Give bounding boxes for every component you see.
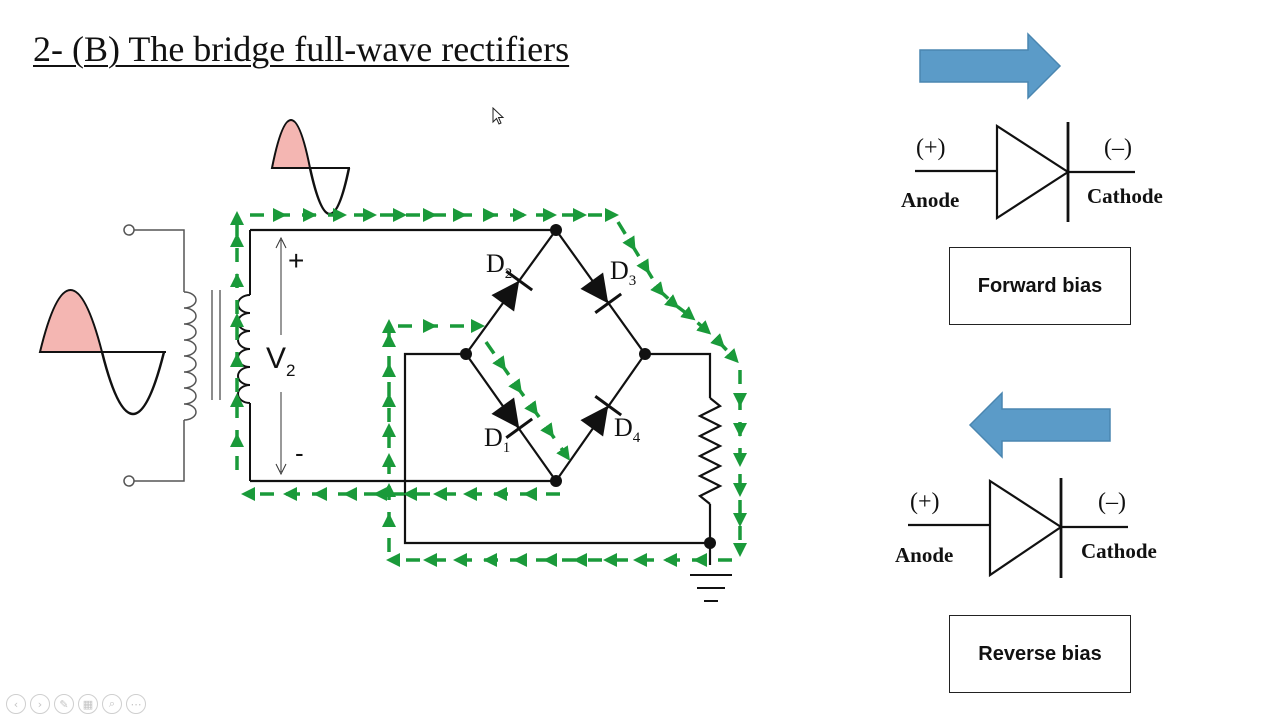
d2-label: D2 (486, 249, 512, 282)
pen-icon[interactable]: ✎ (54, 694, 74, 714)
transformer (123, 224, 251, 487)
slides-icon[interactable]: ▦ (78, 694, 98, 714)
zoom-icon[interactable]: ⌕ (102, 694, 122, 714)
output-wave-icon (270, 119, 351, 216)
v2-label: V2 (266, 342, 295, 380)
input-sine-wave (38, 289, 166, 416)
plus-label: + (288, 245, 304, 276)
current-path (230, 208, 747, 567)
slide-title: 2- (B) The bridge full-wave rectifiers (33, 29, 570, 69)
mouse-cursor-icon (492, 107, 505, 125)
v2-indicator (275, 236, 287, 476)
ground-symbol (690, 574, 732, 602)
reverse-bias-box: Reverse bias (949, 615, 1131, 693)
forward-minus: (–) (1104, 135, 1132, 161)
forward-cathode: Cathode (1087, 184, 1163, 208)
forward-arrow-icon (919, 32, 1062, 100)
forward-diode-symbol (915, 122, 1135, 222)
reverse-anode: Anode (895, 543, 953, 567)
forward-anode: Anode (901, 188, 959, 212)
d3-label: D3 (610, 256, 636, 289)
minus-label: - (295, 438, 304, 468)
reverse-plus: (+) (910, 489, 940, 515)
d1-label: D1 (484, 423, 510, 456)
presentation-toolbar: ‹ › ✎ ▦ ⌕ ⋯ (6, 694, 146, 714)
diode-d3 (580, 272, 623, 314)
d4-label: D4 (614, 413, 641, 446)
reverse-arrow-icon (968, 391, 1111, 459)
next-icon[interactable]: › (30, 694, 50, 714)
diode-d2 (491, 270, 534, 312)
forward-bias-box: Forward bias (949, 247, 1131, 325)
forward-plus: (+) (916, 135, 946, 161)
circuit-wires (250, 228, 723, 565)
reverse-diode-symbol (908, 478, 1128, 578)
reverse-cathode: Cathode (1081, 539, 1157, 563)
more-icon[interactable]: ⋯ (126, 694, 146, 714)
reverse-minus: (–) (1098, 489, 1126, 515)
prev-icon[interactable]: ‹ (6, 694, 26, 714)
diode-d4 (580, 395, 623, 437)
